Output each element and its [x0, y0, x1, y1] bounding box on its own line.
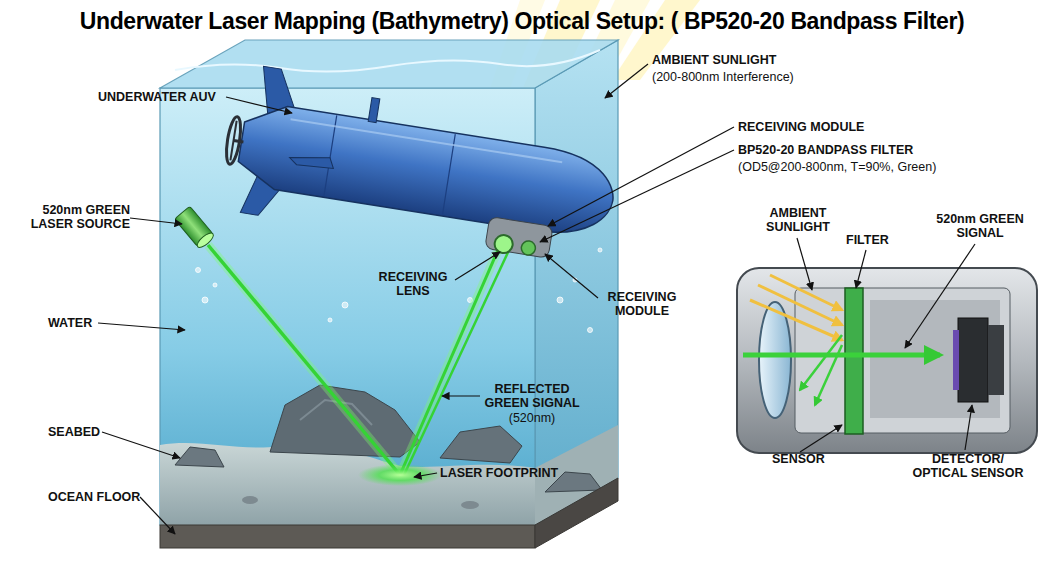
callout-label: BP520-20 BANDPASS FILTER	[738, 143, 913, 157]
detector-mount	[988, 325, 1004, 395]
bubble	[328, 318, 332, 322]
hull-highlight	[291, 119, 563, 162]
bubble	[588, 328, 593, 333]
surface-ripple	[175, 50, 600, 72]
beam-glow	[208, 245, 400, 475]
water-surface	[160, 40, 618, 88]
pebble	[461, 501, 479, 509]
laser-beam	[208, 245, 400, 475]
rejected-light-arrow	[815, 345, 842, 405]
propeller-shaft	[234, 141, 244, 143]
water-tank	[160, 40, 618, 525]
detector-body	[958, 318, 988, 402]
laser-beams	[208, 245, 510, 486]
callout-label: AMBIENT SUNLIGHT	[652, 53, 776, 67]
rejected-light-arrow	[800, 335, 842, 390]
pebble	[242, 496, 258, 504]
green-signal-arrow	[743, 353, 940, 358]
leader-line	[545, 254, 598, 298]
bubbles	[196, 248, 603, 333]
leader-line	[455, 252, 500, 280]
leader-lines	[98, 64, 975, 534]
callout-label: WATER	[48, 316, 92, 330]
sunlight-arrow	[750, 300, 842, 340]
tank-side-face	[535, 40, 618, 525]
callout-label: RECEIVING LENS	[370, 270, 456, 298]
callout-label: 520nm GREEN SIGNAL	[926, 212, 1034, 240]
callout-label: OCEAN FLOOR	[48, 490, 140, 504]
callout-label: UNDERWATER AUV	[98, 90, 216, 104]
cavity-shade	[870, 300, 1000, 418]
propeller-ring	[224, 116, 243, 165]
inset-lens	[759, 302, 791, 418]
leader-line	[965, 405, 972, 450]
callout-label: SEABED	[48, 425, 100, 439]
callout-label: SENSOR	[772, 452, 825, 466]
leader-line	[905, 244, 975, 348]
leader-line	[548, 127, 734, 226]
laser-aperture	[195, 231, 215, 250]
laser-source	[174, 206, 215, 249]
bandpass-filter	[520, 240, 536, 256]
rock	[440, 426, 522, 463]
receiving-module	[485, 217, 553, 259]
rock	[270, 385, 420, 457]
inset-filter	[845, 288, 863, 434]
bubble	[557, 297, 563, 303]
callout-label: RECEIVING MODULE	[596, 290, 688, 318]
callout-label: (OD5@200-800nm, T=90%, Green)	[738, 160, 936, 174]
ocean-floor-slab	[160, 525, 535, 548]
callout-label: 520nm GREEN LASER SOURCE	[18, 203, 130, 231]
auv	[217, 63, 625, 270]
auv-mast	[368, 98, 380, 123]
leader-line	[442, 395, 480, 396]
leader-line	[102, 432, 180, 458]
auv-side-fin	[289, 152, 335, 171]
module-housing	[737, 268, 1037, 453]
leader-line	[605, 64, 648, 98]
callout-label: FILTER	[846, 233, 889, 247]
bubble	[598, 248, 602, 252]
detector-chip	[953, 330, 959, 390]
bubble	[196, 268, 201, 273]
auv-hull	[235, 100, 620, 242]
receiving-lens	[493, 234, 514, 255]
hull-seam	[324, 115, 337, 196]
ocean-floor-side	[535, 478, 618, 548]
leader-line	[140, 497, 175, 534]
callout-label: DETECTOR/ OPTICAL SENSOR	[906, 452, 1030, 480]
bubble	[342, 302, 348, 308]
leader-line	[130, 218, 182, 224]
leader-line	[797, 238, 812, 290]
callout-label: RECEIVING MODULE	[738, 120, 864, 134]
callout-label: AMBIENT SUNLIGHT	[752, 206, 844, 234]
leader-line	[98, 323, 185, 330]
callout-label: (200-800nm Interference)	[652, 70, 794, 84]
receiver-cutaway	[737, 268, 1037, 453]
hull-seam	[442, 134, 455, 215]
sunlight-arrow	[770, 275, 842, 310]
callout-label: LASER FOOTPRINT	[440, 466, 558, 480]
rock	[175, 447, 224, 467]
module-cavity	[795, 288, 1010, 433]
leader-line	[226, 97, 292, 113]
laser-footprint	[358, 464, 442, 486]
leader-line	[856, 250, 866, 288]
leader-line	[800, 425, 842, 452]
bubble	[213, 283, 217, 287]
callout-label: REFLECTED GREEN SIGNAL	[478, 382, 586, 410]
diagram-title: Underwater Laser Mapping (Bathymetry) Op…	[0, 8, 1044, 35]
leader-line	[414, 473, 437, 477]
callout-label: (520nm)	[478, 411, 586, 425]
bubble	[202, 297, 208, 303]
leader-line	[540, 150, 734, 242]
